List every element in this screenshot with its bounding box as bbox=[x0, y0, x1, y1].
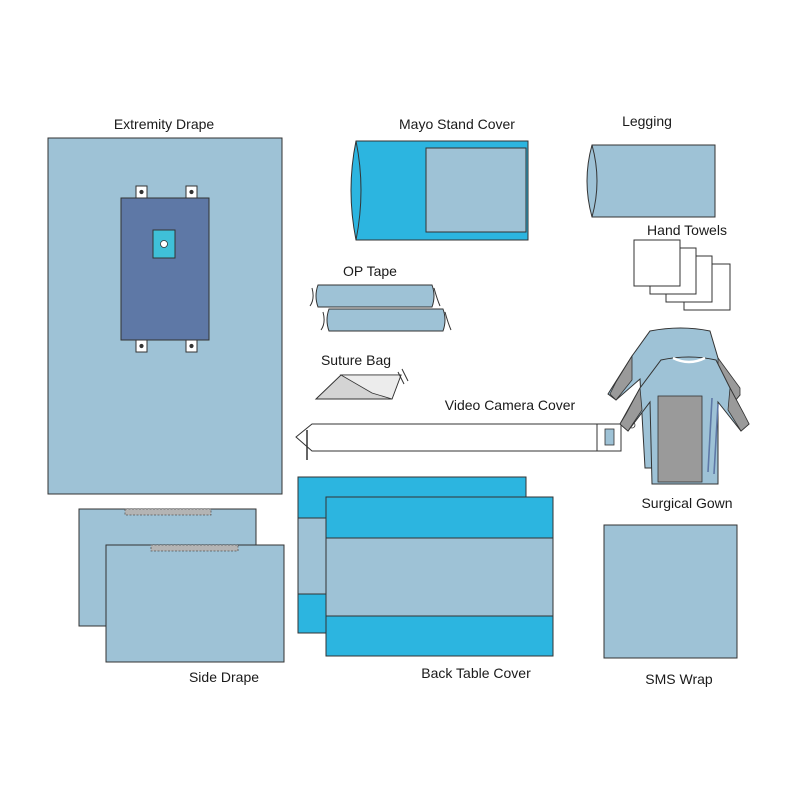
suture-bag-label: Suture Bag bbox=[321, 352, 391, 368]
side-drape: Side Drape bbox=[78, 508, 285, 685]
legging: Legging bbox=[586, 113, 716, 218]
video-camera-cover-label: Video Camera Cover bbox=[445, 397, 576, 413]
extremity-drape-panel bbox=[120, 197, 210, 341]
legging-label: Legging bbox=[622, 113, 672, 129]
sms-wrap-label: SMS Wrap bbox=[645, 671, 713, 687]
hand-towels-label: Hand Towels bbox=[647, 222, 727, 238]
op-tape-label: OP Tape bbox=[343, 263, 397, 279]
mayo-stand-cover: Mayo Stand Cover bbox=[350, 116, 529, 241]
surgical-gown: Surgical Gown bbox=[607, 327, 750, 511]
hand-towels: Hand Towels bbox=[633, 222, 731, 311]
back-table-cover-label: Back Table Cover bbox=[421, 665, 531, 681]
surgical-gown-label: Surgical Gown bbox=[641, 495, 732, 511]
mayo-stand-cover-label: Mayo Stand Cover bbox=[399, 116, 515, 132]
sms-wrap: SMS Wrap bbox=[603, 524, 738, 687]
op-tape: OP Tape bbox=[309, 263, 452, 332]
tube-holder-tabs bbox=[135, 185, 198, 353]
video-camera-cover: Video Camera Cover bbox=[295, 397, 636, 460]
suture-bag: Suture Bag bbox=[314, 352, 409, 400]
extremity-drape-label: Extremity Drape bbox=[114, 116, 215, 132]
side-drape-label: Side Drape bbox=[189, 669, 259, 685]
back-table-cover: Back Table Cover bbox=[297, 476, 554, 681]
extremity-drape: Extremity Drape bbox=[47, 116, 283, 495]
